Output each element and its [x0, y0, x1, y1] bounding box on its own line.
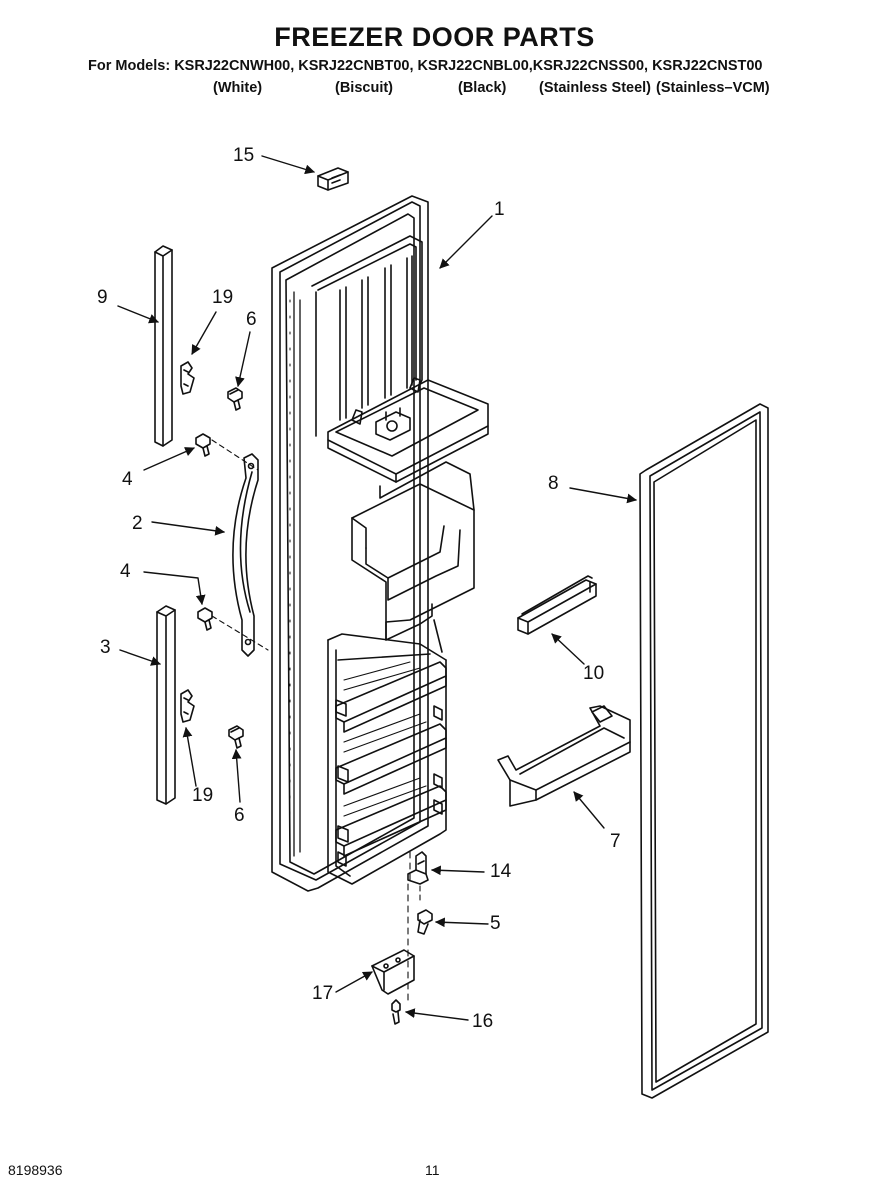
callout-19-lower: 19 [192, 785, 214, 806]
part-6-screw-lower [228, 725, 244, 749]
part-19-clip-upper [180, 361, 195, 395]
color-white: (White) [213, 80, 263, 96]
color-black: (Black) [458, 80, 507, 96]
callout-6-lower: 6 [234, 805, 245, 826]
color-stainless-steel: (Stainless Steel) [539, 80, 652, 96]
leader-lines [117, 155, 637, 1021]
part-16-screw [391, 999, 401, 1025]
part-9-trim-upper [154, 245, 173, 447]
part-6-screw-upper [227, 387, 243, 411]
part-17-hinge-bracket [371, 949, 415, 995]
document-number: 8198936 [8, 1162, 63, 1178]
callout-5: 5 [490, 913, 501, 934]
callout-16: 16 [472, 1011, 494, 1032]
part-2-handle [232, 453, 259, 657]
callout-9: 9 [97, 287, 108, 308]
callout-1: 1 [494, 199, 505, 220]
part-5-screw [417, 909, 433, 935]
color-stainless-vcm: (Stainless–VCM) [656, 80, 770, 96]
part-1-freezer-door [271, 195, 489, 892]
part-19-clip-lower [180, 689, 195, 723]
part-4-screw-lower [197, 607, 213, 631]
callout-7: 7 [610, 831, 621, 852]
callout-8: 8 [548, 473, 559, 494]
callout-4-upper: 4 [122, 469, 133, 490]
page-title: FREEZER DOOR PARTS [274, 22, 595, 52]
color-legend: (White) (Biscuit) (Black) (Stainless Ste… [0, 80, 869, 100]
callout-15: 15 [233, 145, 255, 166]
part-14-hinge-pin [407, 851, 429, 885]
callout-6-upper: 6 [246, 309, 257, 330]
callout-19-upper: 19 [212, 287, 234, 308]
part-8-gasket [639, 403, 769, 1099]
part-4-screw-upper [195, 433, 211, 457]
callout-4-lower: 4 [120, 561, 131, 582]
part-10-trim [517, 575, 597, 635]
callout-3: 3 [100, 637, 111, 658]
callout-17: 17 [312, 983, 334, 1004]
page-number: 11 [425, 1162, 440, 1178]
part-15-clip [317, 167, 349, 191]
callout-10: 10 [583, 663, 605, 684]
color-biscuit: (Biscuit) [335, 80, 393, 96]
part-7-bin [497, 705, 631, 807]
callout-14: 14 [490, 861, 512, 882]
callout-2: 2 [132, 513, 143, 534]
models-line: For Models: KSRJ22CNWH00, KSRJ22CNBT00, … [88, 58, 763, 74]
part-3-trim-lower [156, 605, 176, 805]
